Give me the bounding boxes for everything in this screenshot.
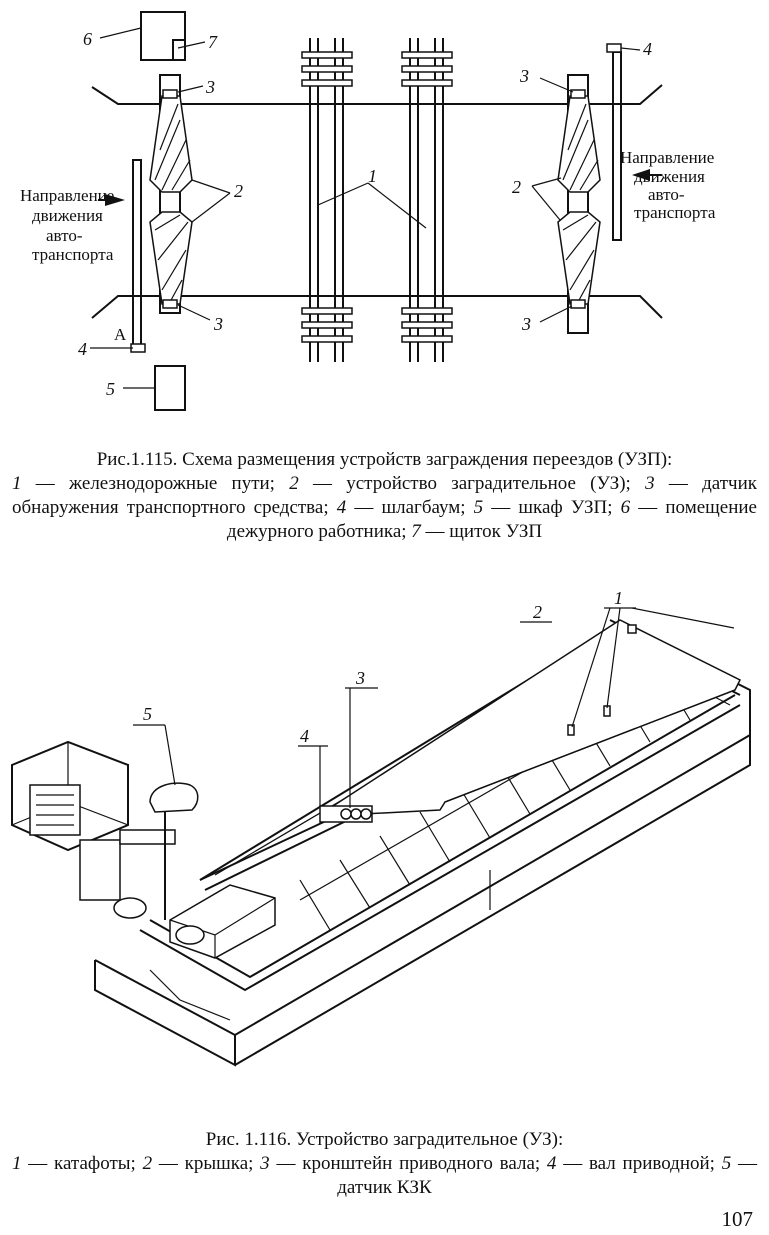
label-1: 1 xyxy=(368,166,377,186)
figure-2-caption-title: Рис. 1.116. Устройство заградительное (У… xyxy=(205,1129,564,1150)
figure-1-caption-title: Рис.1.115. Схема размещения устройств за… xyxy=(96,449,673,470)
label-4: 4 xyxy=(300,726,309,746)
reflector-icon xyxy=(627,624,637,634)
road-edge-bottom xyxy=(91,295,663,319)
page-number: 107 xyxy=(721,1207,754,1231)
svg-text:авто-: авто- xyxy=(648,185,685,204)
duty-room xyxy=(140,11,186,61)
figure-1-caption: Рис.1.115. Схема размещения устройств за… xyxy=(0,448,769,544)
svg-text:транспорта: транспорта xyxy=(32,245,114,264)
svg-text:транспорта: транспорта xyxy=(634,203,716,222)
svg-text:авто-: авто- xyxy=(46,226,83,245)
label-2: 2 xyxy=(533,602,542,622)
label-3-bottom-right: 3 xyxy=(521,314,531,334)
drive-cabinet xyxy=(11,740,176,901)
shaft-bracket xyxy=(319,805,373,823)
base-side xyxy=(234,735,751,1066)
svg-text:Направление: Направление xyxy=(20,186,114,205)
label-6: 6 xyxy=(83,29,92,49)
kzk-sensor xyxy=(149,782,199,920)
svg-text:движения: движения xyxy=(32,206,103,225)
label-2-right: 2 xyxy=(512,177,521,197)
label-4-right: 4 xyxy=(643,39,652,59)
base-front xyxy=(94,960,236,1067)
arrow-left-icon xyxy=(632,169,650,181)
boom-barrier-left xyxy=(132,159,142,346)
svg-text:Направление: Направление xyxy=(620,148,714,167)
label-3: 3 xyxy=(355,668,365,688)
figure-2-caption: Рис. 1.116. Устройство заградительное (У… xyxy=(0,1128,769,1200)
barrier-mount-right xyxy=(606,43,622,53)
barrier-device-right xyxy=(557,74,601,334)
label-5: 5 xyxy=(106,379,115,399)
label-5: 5 xyxy=(143,704,152,724)
arrow-right-icon xyxy=(105,194,125,206)
label-1: 1 xyxy=(614,588,623,608)
direction-text-left: Направление движения авто- транспорта xyxy=(20,186,114,264)
label-2-left: 2 xyxy=(234,181,243,201)
label-a: А xyxy=(114,325,127,344)
barrier-device-left xyxy=(149,74,193,314)
cover-lid xyxy=(328,619,742,816)
railway-track-right xyxy=(401,38,453,362)
crossing-layout-diagram: 6 7 3 2 1 3 4 А 5 3 2 3 4 Направление дв… xyxy=(20,11,716,411)
label-3-top-right: 3 xyxy=(519,66,529,86)
reflector-icon xyxy=(567,724,575,736)
label-7: 7 xyxy=(208,32,218,52)
label-4-left: 4 xyxy=(78,339,87,359)
label-3-bottom-left: 3 xyxy=(213,314,223,334)
boom-barrier-right xyxy=(612,51,622,241)
barrier-mount-left xyxy=(130,343,146,353)
railway-track-left xyxy=(301,38,353,362)
road-edge-top xyxy=(91,84,663,105)
direction-text-right: Направление движения авто- транспорта xyxy=(620,148,716,222)
drive-shaft xyxy=(199,811,346,881)
label-3-top-left: 3 xyxy=(205,77,215,97)
figure-1-legend: 1 — железнодорожные пути; 2 — устройство… xyxy=(12,473,757,542)
leader-lines xyxy=(90,27,641,389)
barrier-device-drawing: 5 4 3 2 1 xyxy=(11,588,751,1067)
uzp-cabinet xyxy=(154,365,186,411)
figure-2-legend: 1 — катафоты; 2 — крышка; 3 — кронштейн … xyxy=(12,1153,757,1198)
svg-text:движения: движения xyxy=(634,167,705,186)
control-panel xyxy=(172,39,186,61)
frame-rail-front xyxy=(139,704,741,992)
leader-lines xyxy=(133,607,735,808)
motor-housing xyxy=(113,884,276,959)
